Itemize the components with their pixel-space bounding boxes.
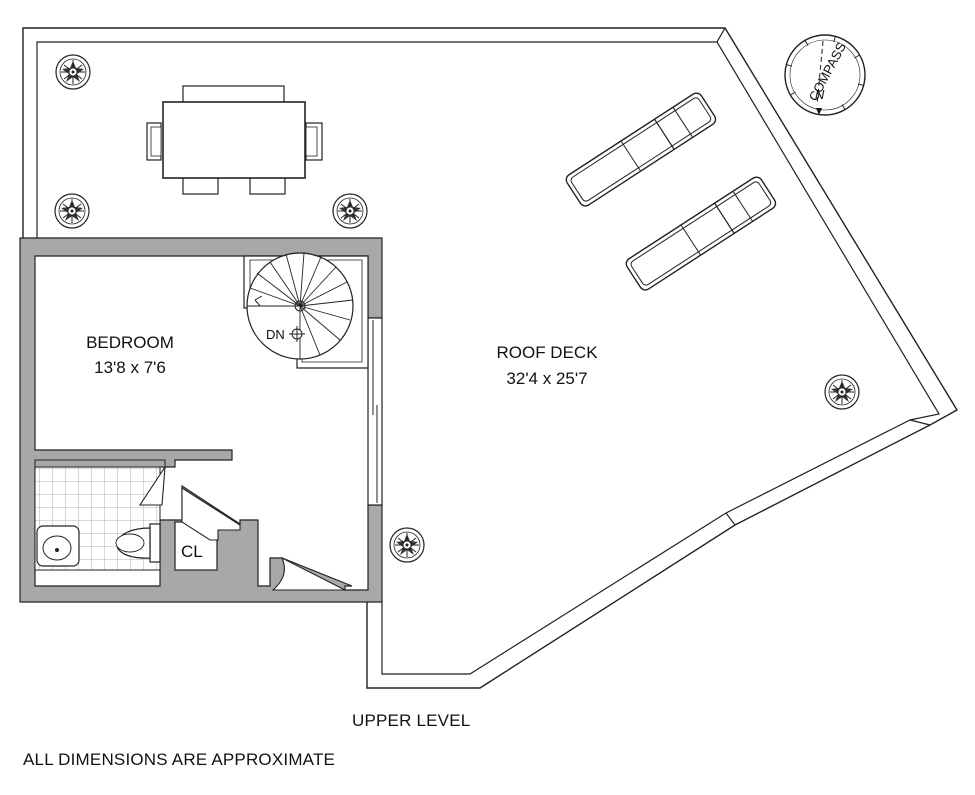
compass-icon: COMPASS N [784, 34, 866, 116]
lounge-chair-icon [623, 174, 779, 293]
roof-deck-size: 32'4 x 25'7 [506, 369, 587, 388]
stair-down-label: DN [266, 327, 285, 342]
roof-deck-parapet [22, 27, 958, 689]
level-label: UPPER LEVEL [352, 711, 471, 730]
planter-icon [389, 527, 425, 563]
planter-icon [54, 193, 90, 229]
toilet-icon [115, 523, 161, 563]
closet: CL [174, 486, 241, 571]
planter-icon [824, 374, 860, 410]
planter-icon [55, 54, 91, 90]
closet-label: CL [181, 542, 203, 561]
roof-deck-name: ROOF DECK [496, 343, 598, 362]
compass-north-label: N [815, 87, 825, 102]
dining-table-icon [146, 85, 323, 195]
bedroom-name: BEDROOM [86, 333, 174, 352]
bedroom-size: 13'8 x 7'6 [94, 358, 166, 377]
bedroom-label: BEDROOM 13'8 x 7'6 [86, 333, 174, 377]
sink-icon [36, 525, 80, 567]
planter-icon [332, 193, 368, 229]
entry-door-icon [271, 556, 346, 591]
bath-door-icon [138, 466, 166, 506]
roof-deck-label: ROOF DECK 32'4 x 25'7 [496, 343, 598, 388]
spiral-stair-icon [243, 252, 369, 369]
disclaimer: ALL DIMENSIONS ARE APPROXIMATE [23, 750, 336, 769]
sliding-door-icon [367, 317, 383, 506]
stair-direction: DN [266, 326, 305, 342]
lounge-chair-icon [563, 90, 719, 209]
